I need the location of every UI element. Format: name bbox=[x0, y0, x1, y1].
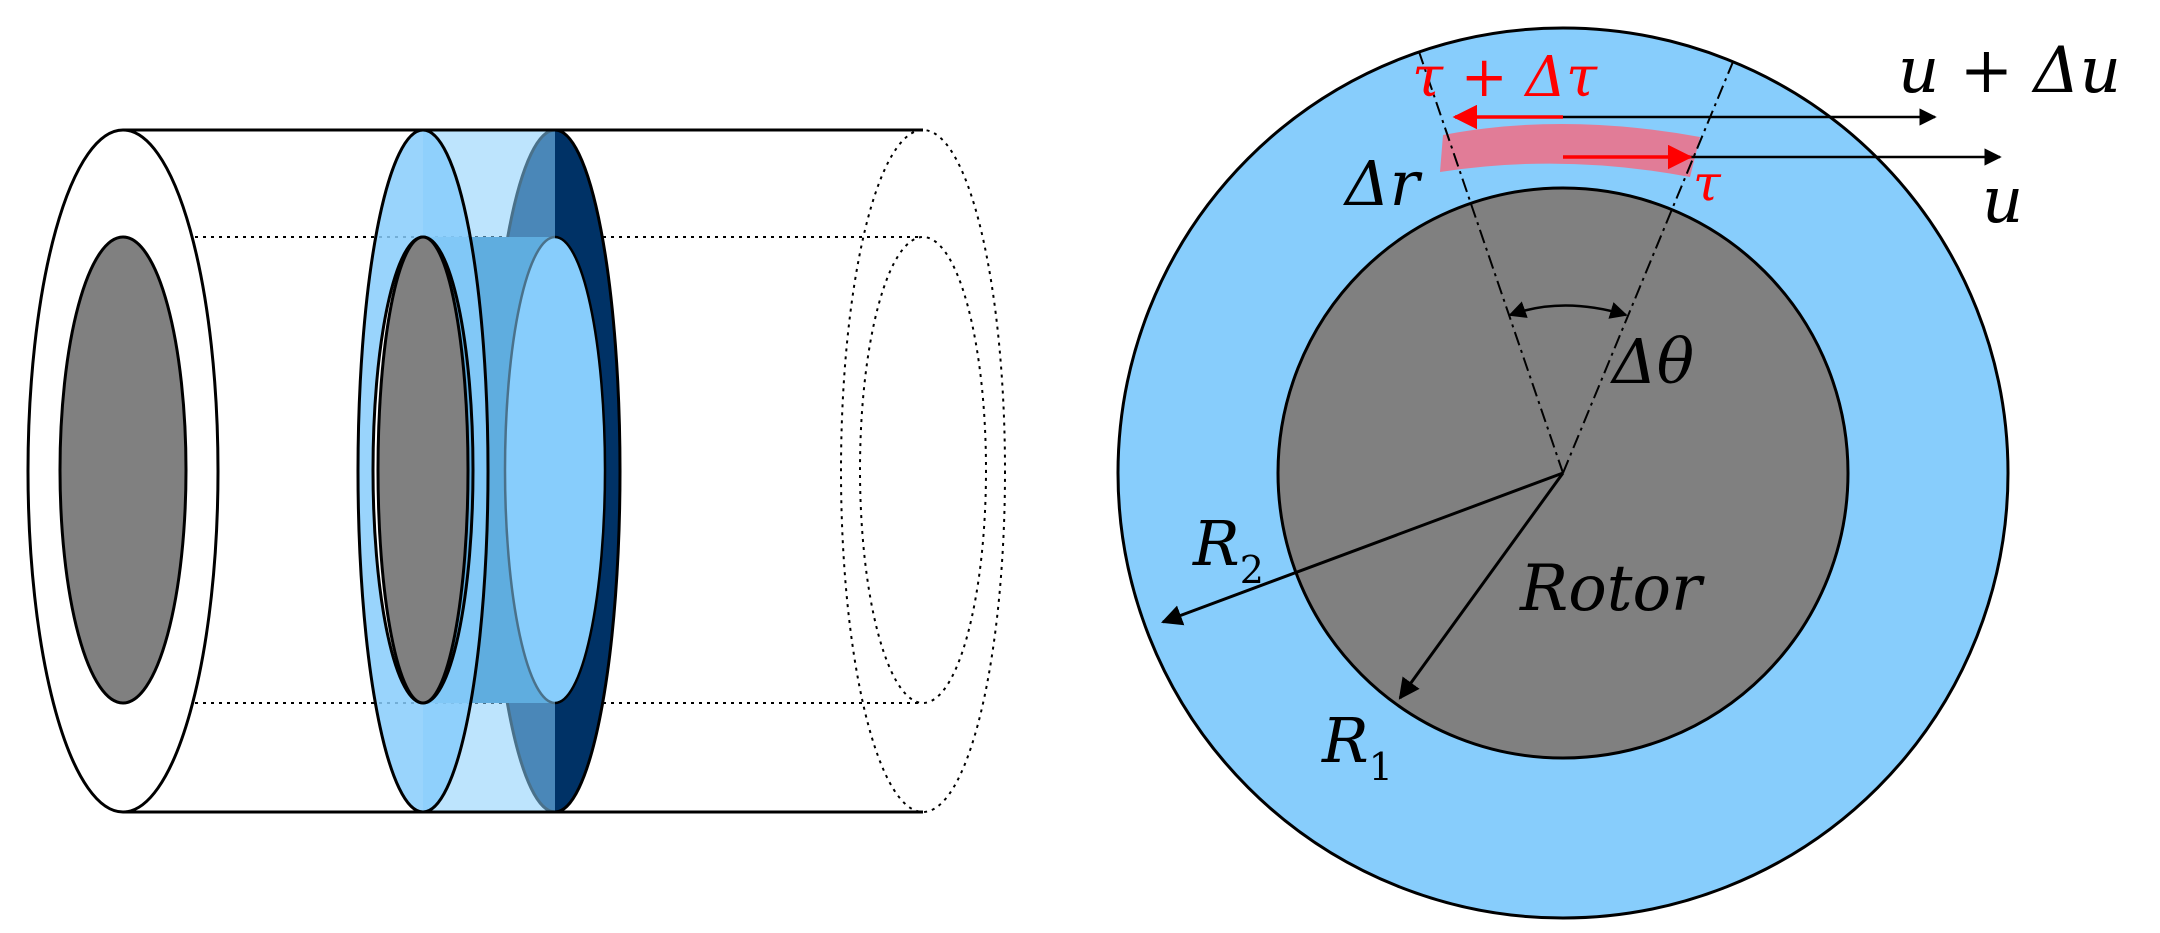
u-plus-label: u + Δu bbox=[1898, 34, 2121, 108]
r2-subscript: 2 bbox=[1240, 548, 1264, 592]
r2-label: R2 bbox=[1192, 507, 1264, 592]
delta-r-label: Δr bbox=[1343, 147, 1423, 220]
delta-theta-label: Δθ bbox=[1610, 325, 1694, 398]
rotor-front-face bbox=[58, 235, 188, 705]
r1-subscript: 1 bbox=[1369, 745, 1393, 789]
slice-rotor-front bbox=[376, 235, 470, 705]
fluid-ring-slice bbox=[356, 128, 622, 814]
tau-plus-label: τ + Δτ bbox=[1412, 45, 1598, 110]
r1-label: R1 bbox=[1321, 704, 1393, 789]
sector-lines bbox=[1414, 39, 1743, 474]
tau-label: τ bbox=[1693, 154, 1722, 212]
u-label: u bbox=[1982, 164, 2023, 238]
fluid-element bbox=[1440, 123, 1700, 177]
rotor-label: Rotor bbox=[1519, 552, 1705, 626]
r2-arrow bbox=[1161, 471, 1564, 626]
cylinder-back-end-outer bbox=[840, 129, 1006, 813]
r1-arrow bbox=[1398, 472, 1565, 700]
cross-section-view: τ + Δτ τ u + Δu u Δr Δθ R2 R1 Rotor bbox=[1116, 26, 2121, 920]
cylinder-back-end-inner bbox=[859, 236, 987, 704]
angle-arc bbox=[1508, 301, 1628, 319]
cylinder-3d-view bbox=[26, 128, 1006, 814]
